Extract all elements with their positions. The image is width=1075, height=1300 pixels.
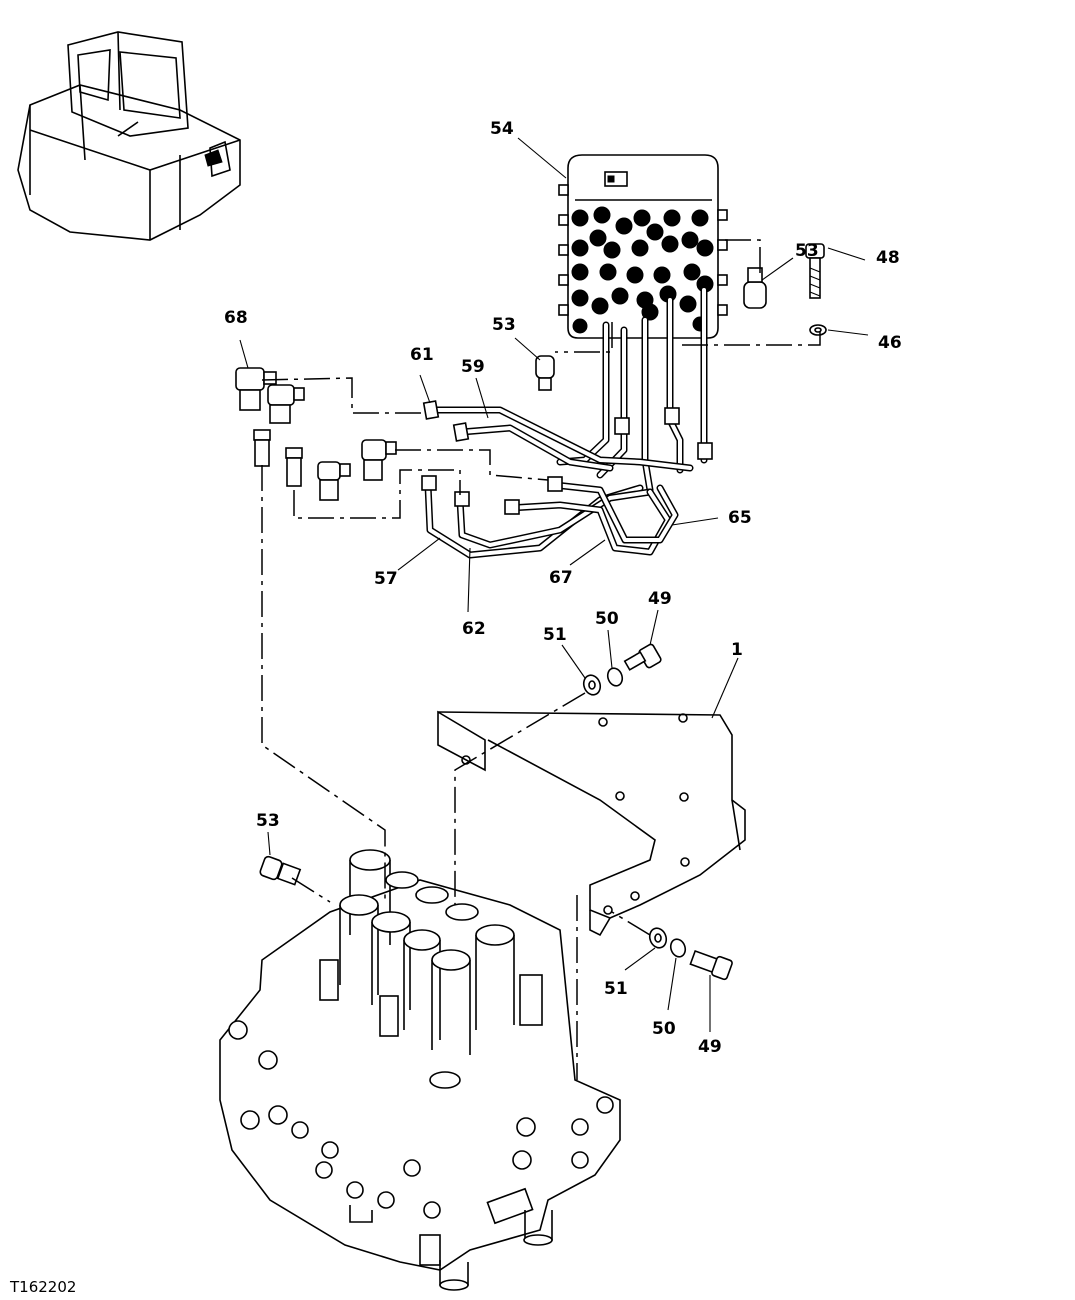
callout-53-upper-left: 53 bbox=[492, 315, 516, 335]
spool-caps bbox=[339, 849, 515, 1055]
callout-57: 57 bbox=[374, 569, 398, 589]
callout-61: 61 bbox=[410, 345, 434, 365]
pilot-valve-block bbox=[558, 154, 728, 339]
callout-labels: 54 53 48 46 53 68 61 59 65 57 67 62 49 5… bbox=[224, 119, 902, 1057]
valve-plugs bbox=[228, 959, 614, 1266]
fitting-53-upper-right bbox=[743, 267, 767, 309]
callout-54: 54 bbox=[490, 119, 514, 139]
mounting-bracket bbox=[437, 710, 746, 937]
callout-50-upper: 50 bbox=[595, 609, 619, 629]
callout-59: 59 bbox=[461, 357, 485, 377]
lockwasher-50-lower bbox=[669, 938, 687, 958]
lockwasher-50-upper bbox=[606, 667, 624, 687]
callout-53-lower: 53 bbox=[256, 811, 280, 831]
callout-65: 65 bbox=[728, 508, 752, 528]
callout-68: 68 bbox=[224, 308, 248, 328]
control-valve bbox=[219, 849, 621, 1291]
callout-51-upper: 51 bbox=[543, 625, 567, 645]
fitting-53-upper-left bbox=[535, 355, 555, 391]
washer-46 bbox=[809, 324, 827, 336]
callout-53-upper-right: 53 bbox=[795, 241, 819, 261]
figure-id: T162202 bbox=[9, 1278, 76, 1296]
fitting-53-lower bbox=[259, 855, 302, 886]
callout-46: 46 bbox=[878, 333, 902, 353]
callout-48: 48 bbox=[876, 248, 900, 268]
excavator-locator-thumbnail bbox=[17, 31, 241, 241]
bolt-49-lower bbox=[689, 949, 733, 981]
callout-67: 67 bbox=[549, 568, 573, 588]
elbow-fittings bbox=[235, 367, 397, 501]
bolt-49-upper bbox=[623, 643, 662, 671]
callout-49-lower: 49 bbox=[698, 1037, 722, 1057]
washer-51-upper bbox=[582, 674, 602, 696]
bolt-48 bbox=[805, 243, 825, 299]
washer-51-lower bbox=[648, 927, 668, 949]
callout-1: 1 bbox=[731, 640, 743, 660]
callout-50-lower: 50 bbox=[652, 1019, 676, 1039]
callout-51-lower: 51 bbox=[604, 979, 628, 999]
pilot-block-ports bbox=[571, 206, 714, 334]
callout-49-upper: 49 bbox=[648, 589, 672, 609]
callout-62: 62 bbox=[462, 619, 486, 639]
leader-lines bbox=[239, 137, 869, 1032]
assembly-routing-lines bbox=[261, 239, 821, 1080]
pilot-hose-bundle bbox=[421, 286, 713, 559]
